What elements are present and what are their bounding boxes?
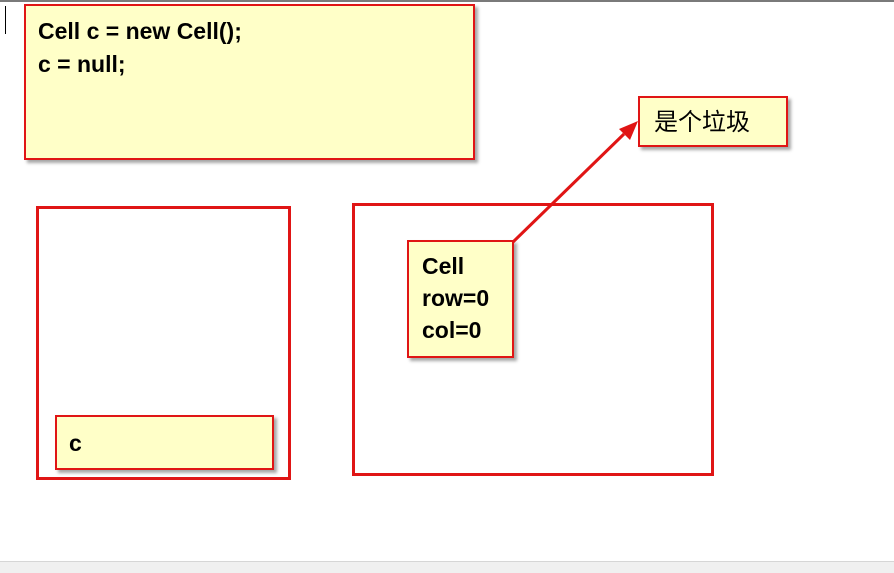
variable-name: c <box>69 430 82 456</box>
bottom-scroll-area <box>0 561 894 573</box>
reference-variable-note: c <box>55 415 274 470</box>
garbage-label-text: 是个垃圾 <box>654 108 750 136</box>
cell-object-note: Cell row=0 col=0 <box>407 240 514 358</box>
top-divider <box>0 0 894 2</box>
code-line-1: Cell c = new Cell(); <box>38 18 242 44</box>
garbage-label-note: 是个垃圾 <box>638 96 788 147</box>
object-field-row: row=0 <box>422 285 490 311</box>
garbage-arrow-head <box>619 121 638 140</box>
code-line-2: c = null; <box>38 51 126 77</box>
text-cursor <box>5 6 6 34</box>
object-field-col: col=0 <box>422 317 482 343</box>
object-class-name: Cell <box>422 253 465 279</box>
stack-frame <box>36 206 291 480</box>
code-snippet-note: Cell c = new Cell(); c = null; <box>24 4 475 160</box>
